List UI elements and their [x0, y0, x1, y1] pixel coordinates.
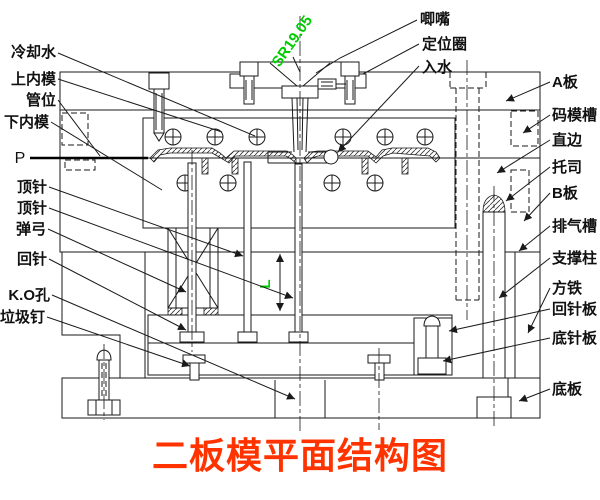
label-return-pin-plate: 回针板 [552, 300, 598, 318]
leader-lines [46, 19, 551, 402]
cooling-channels [164, 128, 434, 192]
label-spacer-block: 方铁 [552, 279, 582, 297]
ejector-pin-2 [288, 163, 309, 343]
right-spacer-block [514, 251, 541, 379]
ejector-plate-screw [413, 315, 453, 376]
cap-screw-left [148, 72, 170, 142]
label-a-plate: A板 [552, 73, 579, 91]
labels: 冷却水 上内模 管位 下内模 P 顶针 顶针 弹弓 回针 K.O孔 垃圾钉 唧嘴… [0, 10, 598, 398]
label-lower-insert: 下内模 [4, 113, 50, 131]
locating-ring-bolt-left [239, 61, 259, 105]
ejector-pin-1 [237, 161, 258, 343]
label-pipe-position: 管位 [26, 91, 56, 109]
label-support-pillar: 支撑柱 [551, 249, 597, 267]
label-stop-pin: 垃圾钉 [0, 308, 45, 326]
label-sprue-bushing: 唧嘴 [420, 10, 450, 28]
stop-pin-left [182, 354, 206, 381]
label-locating-ring: 定位圈 [422, 35, 467, 53]
pipe-position-pocket [64, 159, 96, 171]
label-bottom-plate: 底板 [552, 380, 583, 398]
diagram-title: 二板模平面结构图 [152, 435, 448, 476]
label-return-pin: 回针 [17, 250, 47, 268]
label-cooling-water: 冷却水 [11, 43, 57, 61]
label-straight-edge: 直边 [552, 131, 583, 149]
label-guide-bush: 托司 [552, 158, 582, 176]
label-bottom-ejector-plate: 底针板 [552, 329, 598, 347]
sphere-radius-leader [292, 56, 301, 73]
label-parting-mark: P [15, 150, 26, 167]
gate-inlet-point [323, 149, 339, 165]
label-clamp-slot: 码模槽 [552, 106, 597, 124]
ejection-components [87, 161, 453, 416]
bottom-clamp-plate [61, 377, 541, 419]
label-upper-insert: 上内模 [11, 70, 57, 88]
sprue-assembly [148, 61, 367, 165]
label-ejector-pin-2: 顶针 [17, 199, 47, 217]
label-spring: 弹弓 [16, 220, 46, 238]
label-vent-groove: 排气槽 [552, 217, 597, 235]
label-ko-hole: K.O孔 [8, 287, 50, 304]
water-fitting [317, 78, 346, 90]
locating-ring-bolt-right [340, 61, 360, 105]
l-dimension-label: L [257, 279, 274, 288]
right-clamp-slot [510, 110, 539, 147]
label-ejector-pin-1: 顶针 [17, 178, 47, 196]
ko-hole [274, 380, 326, 418]
vent-groove-mark [510, 169, 530, 213]
centerlines [103, 16, 495, 432]
label-b-plate: B板 [552, 184, 579, 202]
label-gate-inlet: 入水 [422, 58, 453, 76]
